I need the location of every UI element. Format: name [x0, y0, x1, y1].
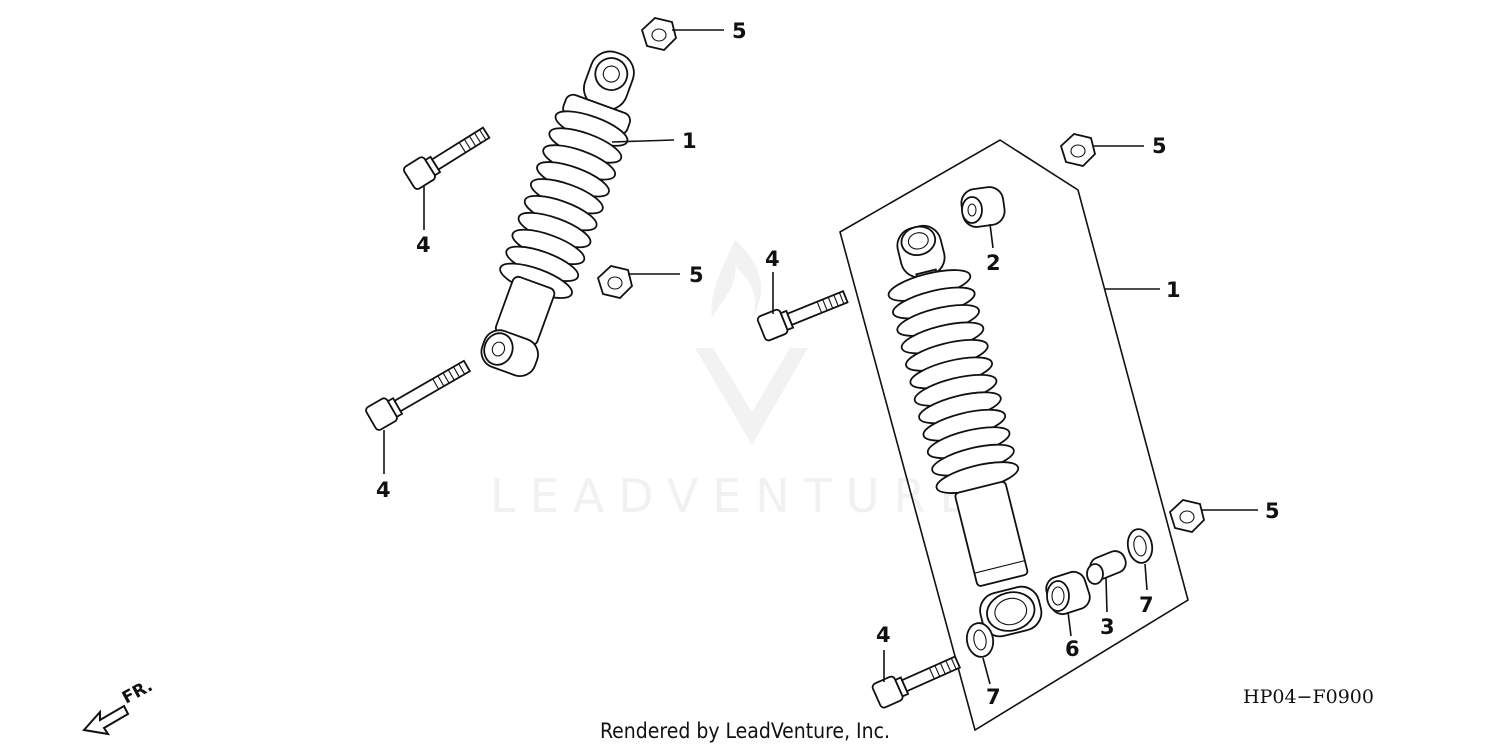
callout-4-center: 4: [765, 247, 780, 271]
callout-6: 6: [1065, 637, 1080, 661]
callout-1-left: 1: [682, 129, 697, 153]
right-shock-absorber[interactable]: [874, 217, 1057, 643]
callout-4-bottom: 4: [876, 623, 891, 647]
callout-5-top: 5: [732, 19, 747, 43]
bolt-4d[interactable]: [871, 649, 962, 709]
leader-lines: [383, 29, 1258, 685]
watermark-text: LEADVENTURE: [490, 469, 983, 523]
footer-credit: Rendered by LeadVenture, Inc.: [600, 719, 890, 743]
callout-1-right: 1: [1166, 278, 1181, 302]
front-direction-label: FR.: [119, 676, 156, 708]
arrow-icon: [82, 704, 130, 736]
nut-5a[interactable]: [640, 17, 677, 51]
nut-5c[interactable]: [1059, 133, 1096, 167]
callout-5-middle: 5: [689, 263, 704, 287]
seal-7a[interactable]: [1125, 527, 1155, 565]
bolt-4c[interactable]: [756, 284, 850, 342]
callout-4-lower-left: 4: [376, 478, 391, 502]
seal-7b[interactable]: [964, 621, 996, 659]
bolt-4b[interactable]: [365, 354, 473, 432]
nut-5b[interactable]: [596, 265, 633, 299]
nut-5d[interactable]: [1168, 499, 1205, 533]
callout-7-right: 7: [1139, 593, 1154, 617]
front-direction-arrow: FR.: [82, 676, 156, 736]
bolt-4a[interactable]: [402, 121, 492, 191]
bushing-2[interactable]: [960, 185, 1007, 228]
callout-5-right-bottom: 5: [1265, 499, 1280, 523]
callout-5-right-top: 5: [1152, 134, 1167, 158]
watermark-logo: LEADVENTURE: [490, 240, 983, 523]
bearing-6[interactable]: [1043, 569, 1093, 618]
left-shock-absorber[interactable]: [468, 40, 655, 384]
assembly-outline: [839, 139, 1189, 732]
callout-3: 3: [1100, 615, 1115, 639]
callout-2: 2: [986, 251, 1001, 275]
diagram-code: HP04−F0900: [1243, 686, 1374, 708]
callout-7-bottom: 7: [986, 685, 1001, 709]
collar-3[interactable]: [1086, 548, 1129, 585]
callout-4-upper-left: 4: [416, 233, 431, 257]
